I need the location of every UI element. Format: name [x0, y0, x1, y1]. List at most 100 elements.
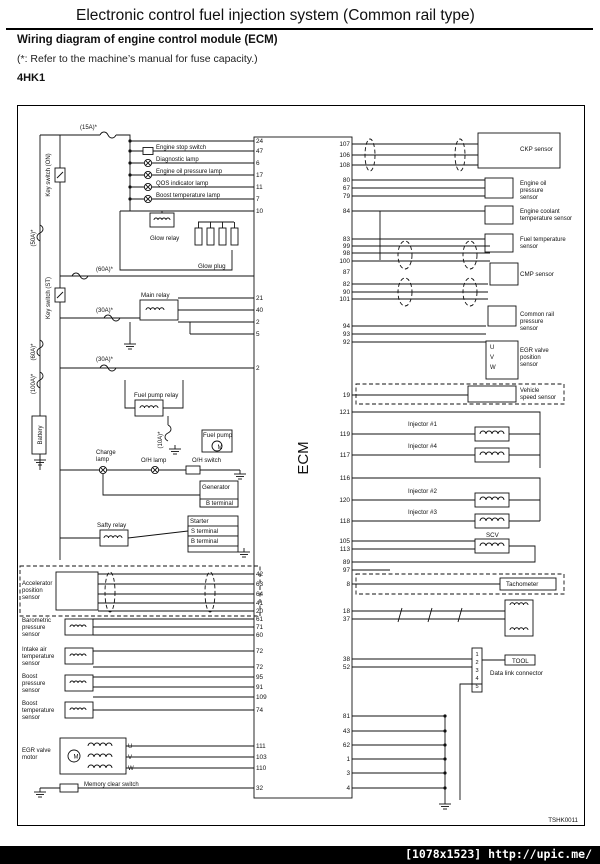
ecm-pin-left-64: 64 — [256, 591, 264, 598]
fuse-15a — [99, 131, 117, 139]
dlc-pin-3: 3 — [475, 668, 478, 674]
egr-position-sensor — [485, 340, 519, 380]
key-switch-contact — [56, 291, 64, 299]
injector-3-coil — [479, 517, 505, 522]
wire — [102, 474, 200, 496]
ecm-label: ECM — [295, 441, 312, 474]
ecm-pin-right-52: 52 — [343, 664, 351, 671]
junction-dot — [128, 173, 132, 177]
coolant-sensor — [484, 205, 514, 225]
oil-pressure-lamp-filament — [145, 172, 151, 178]
fuse-label: (60A)* — [31, 343, 37, 361]
vehicle-speed-sensor — [467, 385, 517, 403]
ecm-pin-left-2: 2 — [256, 365, 260, 372]
dlc-ground — [459, 683, 482, 800]
ecm-pin-right-84: 84 — [343, 208, 351, 215]
boost-temp-sensor — [64, 701, 94, 719]
qos-lamp-filament — [145, 184, 151, 190]
ecm-pin-left-109: 109 — [256, 694, 267, 701]
ecm-pin-left-20: 20 — [256, 608, 264, 615]
fuse-60a — [71, 272, 89, 280]
ecm-pin-left-110: 110 — [256, 765, 267, 772]
ecm-pin-right-87: 87 — [343, 269, 351, 276]
injector-2-coil — [479, 496, 505, 501]
glow-plug — [230, 227, 239, 246]
tachometer-label: Tachometer — [506, 581, 538, 588]
fuse-60a-vert — [36, 339, 44, 357]
fuse-label: (30A)* — [96, 308, 114, 314]
boost-temp-lamp-filament — [145, 196, 151, 202]
ecm-pin-right-97: 97 — [343, 567, 351, 574]
accelerator-position-sensor — [55, 571, 99, 611]
fuel-pump-motor-symbol: M — [218, 445, 223, 451]
ecm-pin-right-101: 101 — [339, 296, 350, 303]
battery — [31, 415, 47, 455]
barometric-sensor-element — [69, 624, 87, 628]
rail-pressure-sensor — [487, 305, 517, 327]
ecm-pin-left-103: 103 — [256, 754, 267, 761]
boost-temp-sensor-element — [69, 707, 87, 711]
memory-clear-switch-label: Memory clear switch — [84, 782, 139, 788]
ecm-pin-left-63: 63 — [256, 581, 264, 588]
starter-label: Starter — [190, 518, 209, 525]
oil-pressure-sensor — [484, 177, 514, 199]
twist-mark — [427, 607, 433, 623]
ecm-pin-left-7: 7 — [256, 196, 260, 203]
ecm-pin-right-93: 93 — [343, 331, 351, 338]
ecm-pin-left-17: 17 — [256, 172, 264, 179]
fuel-pump-relay-coil — [139, 405, 159, 409]
ecm-pin-left-40: 40 — [256, 307, 264, 314]
generator-b-terminal-label: B terminal — [206, 501, 233, 507]
ecm-pin-left-5: 5 — [256, 331, 260, 338]
generator-b-terminal — [199, 498, 239, 508]
watermark-bar: [1078x1523] http://upic.me/ — [0, 846, 600, 864]
dlc-pin-2: 2 — [475, 660, 478, 666]
key-switch-on-label: Key switch (ON) — [46, 153, 52, 196]
glow-plug-label: Glow plug — [198, 263, 226, 270]
boost-pressure-sensor — [64, 674, 94, 692]
dlc-pin-1: 1 — [475, 652, 478, 658]
vehicle-speed-group — [355, 383, 565, 405]
egr-position-phase-W: W — [490, 365, 496, 371]
ecm-pin-right-89: 89 — [343, 559, 351, 566]
egr-motor-phase-W: W — [128, 766, 134, 772]
charge-lamp-filament — [100, 467, 106, 473]
watermark-text: [1078x1523] http://upic.me/ — [405, 847, 592, 861]
starter-b-terminal — [187, 535, 239, 547]
inj-common-1 — [352, 411, 541, 468]
ecm-pin-right-43: 43 — [343, 728, 351, 735]
ecm-pin-left-71: 71 — [256, 624, 264, 631]
fuel-pump-motor — [211, 440, 223, 452]
glow-relay-label: Glow relay — [150, 235, 180, 242]
wiring-diagram: ECM(15A)*Key switch (ON)Key switch (ST)(… — [19, 125, 579, 824]
shield-ckp-2 — [454, 138, 466, 172]
starter-b-terminal-label: B terminal — [191, 539, 218, 545]
ecm-pin-right-82: 82 — [343, 281, 351, 288]
diagram-subtitle: Wiring diagram of engine control module … — [17, 34, 278, 46]
egr-motor-m: M — [74, 755, 79, 761]
oh-switch — [185, 465, 201, 475]
egr-motor-symbol — [67, 749, 81, 763]
glow-plug — [206, 227, 215, 246]
ecm-pin-right-98: 98 — [343, 250, 351, 257]
generator-label: Generator — [202, 484, 230, 491]
ecm-pin-right-79: 79 — [343, 193, 351, 200]
ecm-pin-right-118: 118 — [340, 518, 351, 525]
fuse-label: (15A)* — [80, 125, 98, 131]
ecm-pin-right-80: 80 — [343, 177, 351, 184]
injector-4-coil — [479, 451, 505, 456]
shield-rail-2 — [462, 277, 478, 307]
ecm-box — [253, 136, 353, 799]
ecm-pin-right-90: 90 — [343, 289, 351, 296]
fuel-pump-relay-label: Fuel pump relay — [134, 392, 179, 399]
ecm-pin-left-10: 10 — [256, 208, 264, 215]
ecm-pin-right-3: 3 — [346, 770, 350, 777]
cmp-sensor-label: CMP sensor — [520, 271, 554, 278]
scv-coil — [479, 542, 505, 547]
oh-switch-label: O/H switch — [192, 458, 221, 464]
ecm-pin-left-61: 61 — [256, 616, 264, 623]
